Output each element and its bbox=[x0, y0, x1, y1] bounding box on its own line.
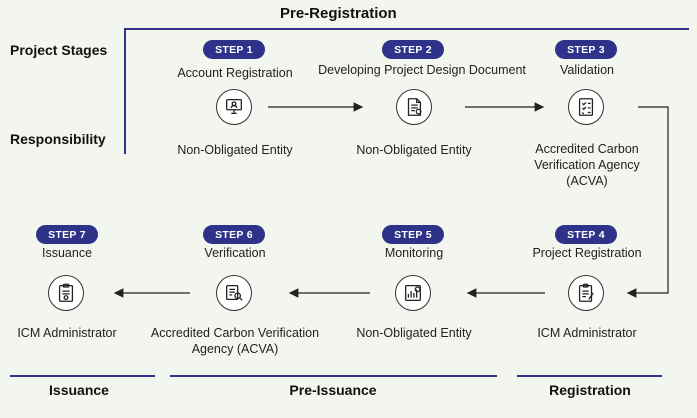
step-1-title: Account Registration bbox=[177, 66, 293, 80]
step-3-responsibility: Accredited Carbon Verification Agency (A… bbox=[534, 142, 640, 188]
step-5-badge: STEP 5 bbox=[382, 225, 444, 244]
step-7-title: Issuance bbox=[41, 246, 93, 260]
step-6-badge: STEP 6 bbox=[203, 225, 265, 244]
pre-registration-left-line bbox=[124, 28, 126, 154]
project-stages-label: Project Stages bbox=[10, 42, 108, 58]
step-2-responsibility: Non-Obligated Entity bbox=[356, 143, 472, 157]
registration-clipboard-icon bbox=[568, 275, 604, 311]
step-2-badge: STEP 2 bbox=[382, 40, 444, 59]
step-5-responsibility: Non-Obligated Entity bbox=[356, 326, 472, 340]
pre-issuance-line bbox=[170, 375, 497, 377]
step-4-title: Project Registration bbox=[532, 246, 642, 260]
step-4-responsibility: ICM Administrator bbox=[537, 326, 637, 340]
step-6-title: Verification bbox=[204, 246, 266, 260]
account-registration-icon bbox=[216, 89, 252, 125]
step-3-badge: STEP 3 bbox=[555, 40, 617, 59]
responsibility-label: Responsibility bbox=[10, 131, 106, 147]
arrow-step3-to-step4 bbox=[626, 106, 669, 298]
step-3-title: Validation bbox=[560, 63, 614, 77]
step-4-badge: STEP 4 bbox=[555, 225, 617, 244]
design-document-icon bbox=[396, 89, 432, 125]
validation-checklist-icon bbox=[568, 89, 604, 125]
step-5-title: Monitoring bbox=[384, 246, 444, 260]
pre-registration-top-line bbox=[124, 28, 689, 30]
monitoring-chart-icon bbox=[395, 275, 431, 311]
issuance-phase-label: Issuance bbox=[49, 382, 109, 398]
step-1-badge: STEP 1 bbox=[203, 40, 265, 59]
verification-search-icon bbox=[216, 275, 252, 311]
pre-registration-title: Pre-Registration bbox=[280, 5, 397, 22]
issuance-certificate-icon bbox=[48, 275, 84, 311]
registration-phase-label: Registration bbox=[549, 382, 631, 398]
step-1-responsibility: Non-Obligated Entity bbox=[177, 143, 293, 157]
registration-line bbox=[517, 375, 662, 377]
step-2-title: Developing Project Design Document bbox=[318, 63, 526, 77]
issuance-line bbox=[10, 375, 155, 377]
step-7-responsibility: ICM Administrator bbox=[17, 326, 117, 340]
step-7-badge: STEP 7 bbox=[36, 225, 98, 244]
pre-issuance-phase-label: Pre-Issuance bbox=[289, 382, 377, 398]
step-6-responsibility: Accredited Carbon Verification Agency (A… bbox=[150, 326, 320, 356]
